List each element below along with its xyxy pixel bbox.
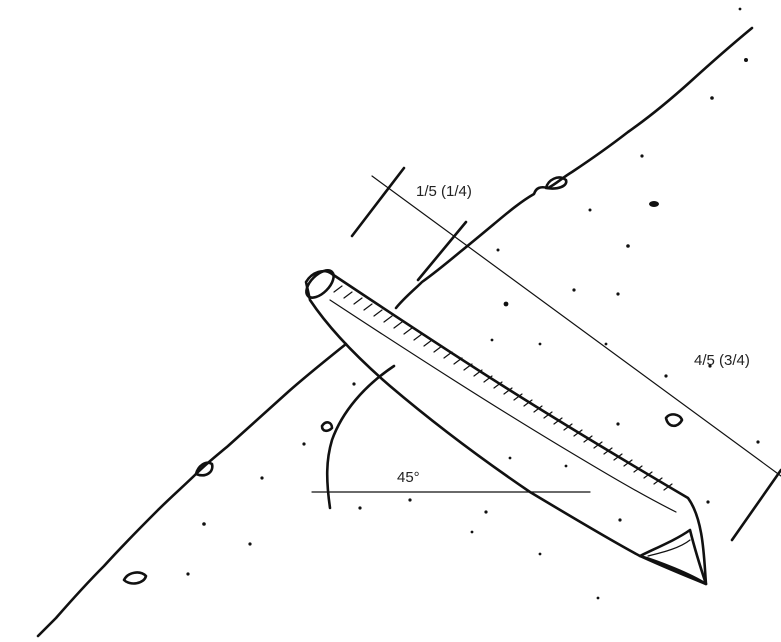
slope-surface-lower	[36, 342, 348, 638]
label-top-ratio: 1/5 (1/4)	[416, 183, 472, 200]
soil-specks	[186, 7, 760, 600]
label-bottom-ratio: 4/5 (3/4)	[694, 352, 750, 369]
pebble-mid	[320, 421, 334, 433]
pebble-right	[664, 413, 684, 428]
pile	[304, 269, 708, 586]
pile-center-line	[329, 299, 677, 513]
pile-tip	[638, 528, 708, 586]
pebble-bottom-left	[122, 571, 148, 585]
label-angle: 45°	[397, 469, 420, 486]
pile-shading	[333, 285, 673, 491]
slope-surface-upper	[394, 26, 754, 310]
pile-tip-facet	[647, 539, 691, 557]
dimension-tick-middle	[416, 220, 468, 282]
dimension-tick-top	[350, 166, 406, 238]
dimension-tick-bottom	[730, 468, 781, 542]
pile-butt-end	[305, 269, 335, 299]
angle-arc	[325, 364, 396, 510]
pile-outline	[304, 269, 708, 586]
dimension-line	[371, 175, 781, 477]
pebble-upper	[544, 176, 568, 190]
pebble-lower	[194, 461, 214, 477]
